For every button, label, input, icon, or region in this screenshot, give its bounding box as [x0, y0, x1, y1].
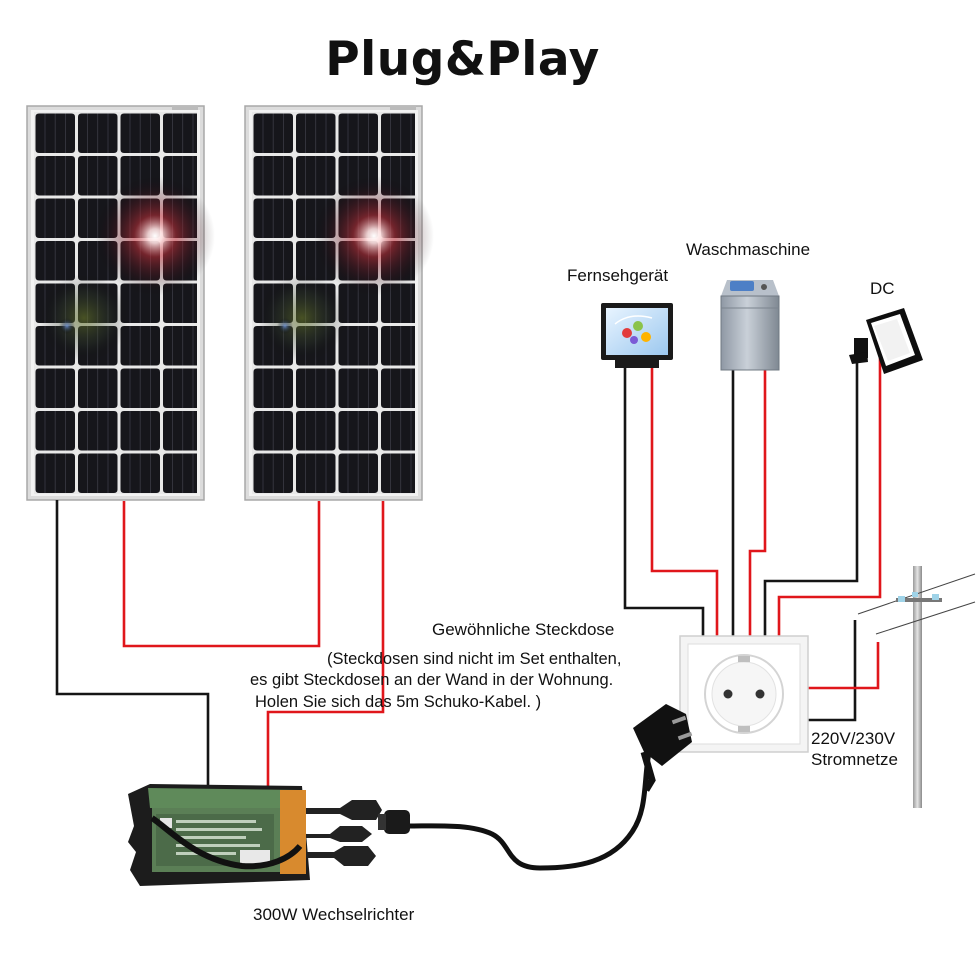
microinverter-icon — [128, 784, 410, 886]
note-line-1: (Steckdosen sind nicht im Set enthalten, — [327, 650, 622, 668]
note-line-3: Holen Sie sich das 5m Schuko-Kabel. ) — [255, 693, 542, 711]
floodlight-icon — [849, 308, 923, 374]
socket-label: Gewöhnliche Steckdose — [432, 620, 615, 639]
utility-pole-icon — [857, 566, 976, 808]
page-title: Plug&Play — [325, 32, 600, 87]
dc-label: DC — [870, 279, 895, 298]
schuko-cable — [405, 739, 655, 871]
television-icon — [601, 303, 673, 368]
grid-label-name: Stromnetze — [811, 750, 898, 769]
solar-panel-left — [26, 105, 215, 501]
washer-label: Waschmaschine — [686, 240, 811, 259]
schuko-socket-icon — [679, 635, 809, 753]
note-line-2: es gibt Steckdosen an der Wand in der Wo… — [250, 671, 614, 689]
inverter-label: 300W Wechselrichter — [253, 905, 415, 924]
appliance-wiring — [623, 358, 882, 722]
grid-label-voltage: 220V/230V — [811, 729, 896, 748]
schuko-plug-icon — [633, 704, 693, 792]
tv-label: Fernsehgerät — [567, 266, 669, 285]
solar-panel-right — [244, 105, 434, 501]
panel-wiring — [55, 500, 385, 790]
washing-machine-icon — [720, 280, 780, 371]
